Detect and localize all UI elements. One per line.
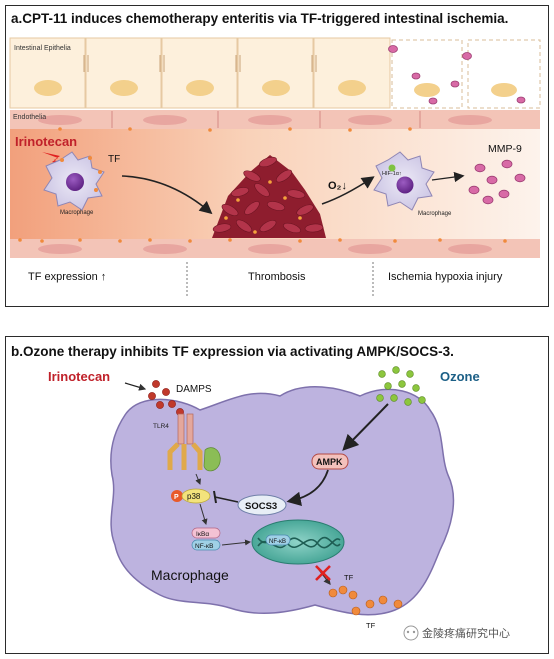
phospho-p-badge [171,490,183,502]
arrow-tlr4-p38 [195,473,201,485]
o2-label: O₂↓ [328,180,347,192]
watermark-text: 金陵疼痛研究中心 [422,626,510,640]
nfkb-nuclear-protein [265,534,291,546]
arrow-irinotecan-damps [124,382,147,391]
arrow-nfkb-nucleus [221,539,251,546]
damps-dots [148,380,184,416]
ampk-label: AMPK [316,457,343,467]
panel-a-title: a.CPT-11 induces chemotherapy enteritis … [11,11,508,26]
inhibit-socs3-p38 [214,496,239,503]
arrow-ampk-socs3 [286,469,329,506]
stage-ischemia: Ischemia hypoxia injury [388,271,503,283]
p38-protein [181,488,211,504]
stage-thrombosis: Thrombosis [248,271,306,283]
inhibit-bar [213,490,217,504]
ampk-protein [311,453,349,470]
tf-label-a: TF [108,154,120,165]
p38-label: p38 [187,492,201,501]
macrophage-label-a1: Macrophage [60,210,94,216]
arrow-p38-ikba [199,503,208,525]
nucleus-b [251,519,345,565]
irinotecan-label-a: Irinotecan [15,134,77,149]
nfkb-label: NF-κB [195,543,213,550]
endothelia-label: Endothelia [13,114,46,121]
macrophage-2 [373,151,435,211]
damps-label: DAMPS [176,384,212,395]
hif-label: HIF-1α↑ [382,171,402,177]
nfkb-label-2: NF-κB [269,539,286,545]
epithelia-label: Intestinal Epithelia [14,45,71,52]
ozone-label: Ozone [440,369,480,384]
tf-label-b2: TF [366,621,376,630]
mmp-dots-epithelium [388,45,526,105]
blocked-x-icon [315,565,331,581]
ozone-dots [376,366,426,406]
tf-dots-membrane [351,595,403,616]
intestinal-epithelia [9,37,541,109]
tf-dots-inner [328,585,358,600]
endothelia-top [10,110,540,129]
mmp9-label: MMP-9 [488,143,522,155]
tf-label-b1: TF [344,573,354,582]
arrow-to-mmp9 [431,171,465,183]
irinotecan-label-b: Irinotecan [48,369,110,384]
arrow-to-macrophage-2 [321,176,375,205]
tlr4-receptor [167,413,221,472]
panel-b-title: b.Ozone therapy inhibits TF expression v… [11,344,454,359]
arrow-to-thrombus [121,175,213,215]
p-label: P [174,494,179,501]
lightning-icon [42,152,70,166]
watermark: 金陵疼痛研究中心 [403,625,510,641]
stage-tf-expression: TF expression ↑ [28,271,106,283]
mmp9-dots [468,159,526,205]
tlr4-label: TLR4 [153,423,169,430]
ikba-protein [191,527,221,539]
macrophage-label-a2: Macrophage [418,211,452,217]
thrombus [212,155,326,238]
endothelia-bottom [10,127,540,258]
macrophage-label-b: Macrophage [151,567,229,583]
arrow-ozone-ampk [342,403,389,451]
socs3-protein [237,494,287,516]
macrophage-1 [43,151,105,211]
nfkb-protein [191,539,221,551]
ikba-label: IκBα [196,531,209,538]
socs3-label: SOCS3 [245,501,277,512]
